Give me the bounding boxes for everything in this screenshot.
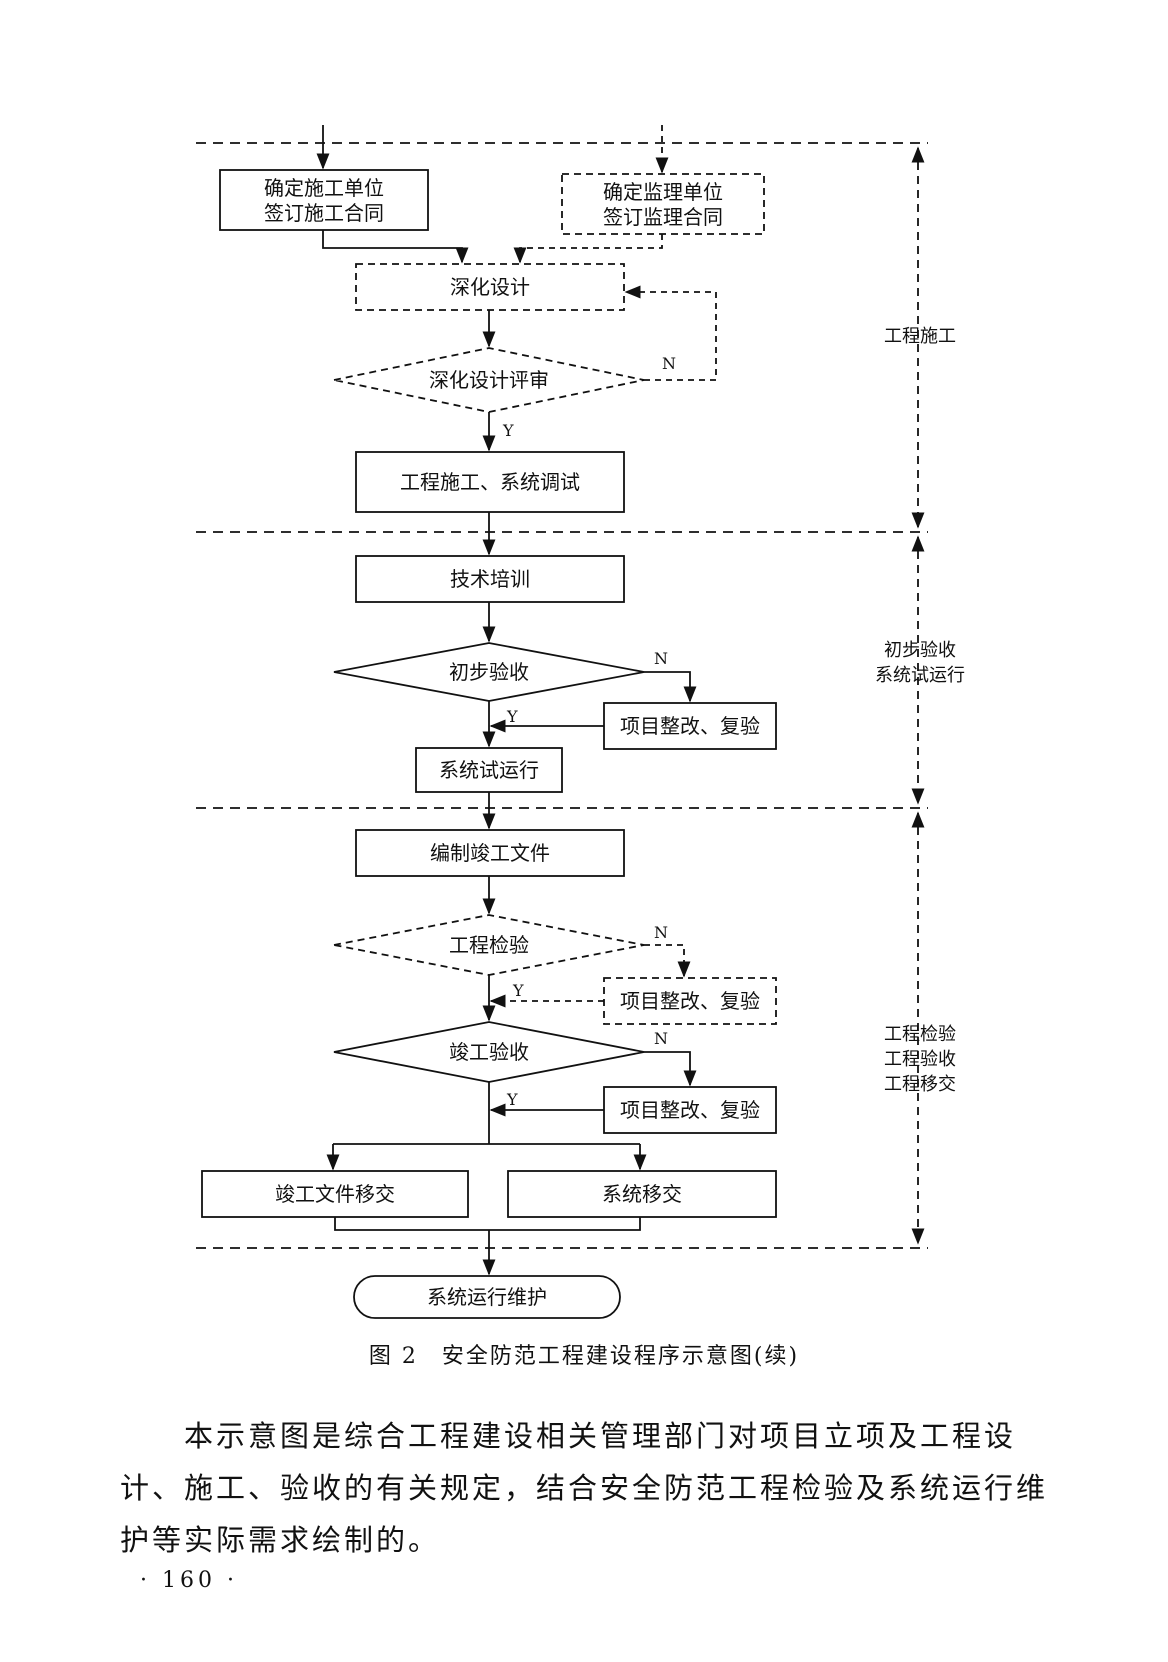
construction-debug-box	[355, 451, 625, 513]
deepen-design-label: 深化设计	[450, 275, 530, 299]
stage3-label-line1: 工程检验	[884, 1024, 956, 1045]
supervision-unit-line1: 确定监理单位	[603, 180, 723, 204]
yes-label: Y	[506, 1090, 518, 1109]
deepen-design-review-label: 深化设计评审	[429, 368, 549, 392]
yes-label: Y	[502, 421, 514, 440]
engineering-inspection-label: 工程检验	[449, 933, 529, 957]
rectify-label-1: 项目整改、复验	[620, 714, 760, 738]
completion-acceptance-label: 竣工验收	[449, 1040, 529, 1064]
preliminary-acceptance-label: 初步验收	[449, 660, 529, 684]
stage3-label-line2: 工程验收	[884, 1049, 956, 1070]
maintenance-label: 系统运行维护	[427, 1285, 547, 1309]
supervision-unit-box	[561, 173, 765, 235]
figure-caption: 图 2 安全防范工程建设程序示意图(续)	[368, 1344, 800, 1369]
paragraph-line-1: 本示意图是综合工程建设相关管理部门对项目立项及工程设	[184, 1419, 1017, 1453]
yes-label: Y	[512, 981, 524, 1000]
construction-debug-label: 工程施工、系统调试	[400, 470, 580, 494]
flowchart-diagram: 确定施工单位 签订施工合同 确定监理单位 签订监理合同 深化设计 深化设计评审 …	[196, 125, 965, 1319]
trial-run-label: 系统试运行	[439, 758, 539, 782]
stage3-label-line3: 工程移交	[884, 1074, 956, 1095]
rectify-label-2: 项目整改、复验	[620, 989, 760, 1013]
stage1-label: 工程施工	[884, 326, 956, 347]
handover-docs-label: 竣工文件移交	[275, 1182, 395, 1206]
yes-label: Y	[506, 707, 518, 726]
stage2-label-line1: 初步验收	[884, 640, 956, 661]
paragraph: 本示意图是综合工程建设相关管理部门对项目立项及工程设 计、施工、验收的有关规定，…	[120, 1410, 1050, 1566]
paragraph-line-3: 护等实际需求绘制的。	[120, 1523, 441, 1557]
no-label: N	[654, 1029, 668, 1048]
no-label: N	[654, 923, 668, 942]
completion-docs-label: 编制竣工文件	[430, 841, 550, 865]
page-number: · 160 ·	[140, 1568, 238, 1593]
handover-system-label: 系统移交	[602, 1182, 682, 1206]
construction-unit-line2: 签订施工合同	[264, 201, 384, 225]
stage2-label-line2: 系统试运行	[875, 665, 965, 686]
completion-docs-box	[355, 829, 625, 877]
rectify-label-3: 项目整改、复验	[620, 1098, 760, 1122]
tech-training-label: 技术培训	[450, 567, 530, 591]
tech-training-box	[355, 555, 625, 603]
no-label: N	[654, 649, 668, 668]
paragraph-line-2: 计、施工、验收的有关规定，结合安全防范工程检验及系统运行维	[120, 1471, 1049, 1505]
handover-system-box	[507, 1170, 777, 1218]
maintenance-box	[353, 1275, 621, 1319]
deepen-design-box	[355, 263, 625, 311]
construction-unit-box	[219, 169, 429, 231]
no-label: N	[662, 354, 676, 373]
supervision-unit-line2: 签订监理合同	[603, 205, 723, 229]
construction-unit-line1: 确定施工单位	[264, 176, 384, 200]
